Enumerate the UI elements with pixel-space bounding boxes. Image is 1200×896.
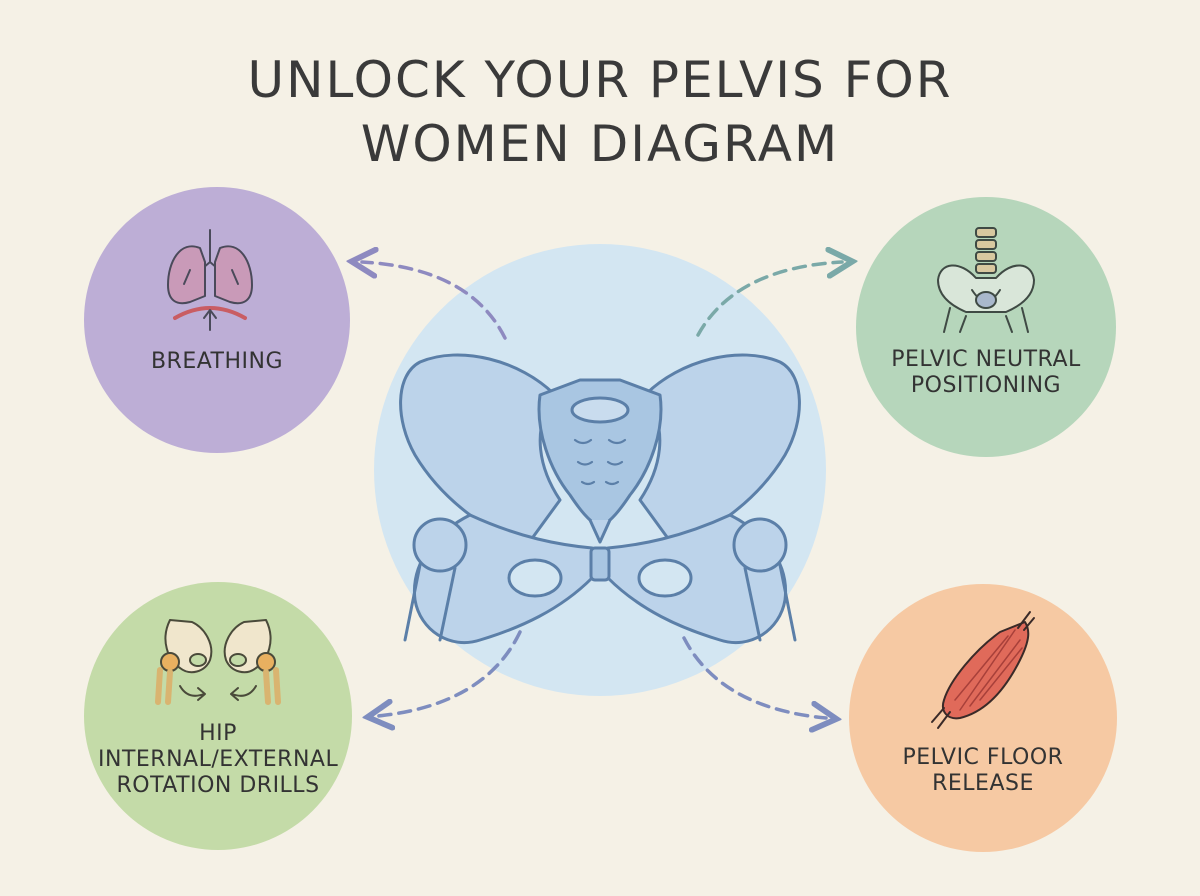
- pelvic-floor-line-1: PELVIC FLOOR: [902, 745, 1064, 770]
- pelvis-icon: [399, 353, 801, 645]
- pelvic-floor-line-2: RELEASE: [932, 771, 1034, 796]
- hip-rotation-label: HIP INTERNAL/EXTERNAL ROTATION DRILLS: [98, 721, 338, 799]
- pelvic-neutral-line-2: POSITIONING: [910, 373, 1062, 398]
- spine-pelvis-icon: [937, 227, 1035, 333]
- pelvic-floor-label: PELVIC FLOOR RELEASE: [873, 745, 1093, 797]
- pelvic-neutral-label: PELVIC NEUTRAL POSITIONING: [866, 347, 1106, 399]
- arrow-to-hip-rotation: [378, 630, 522, 716]
- title-line-1: UNLOCK YOUR PELVIS FOR: [247, 51, 953, 109]
- breathing-label: BREATHING: [117, 349, 317, 375]
- lungs-icon: [167, 229, 253, 331]
- breathing-circle: [84, 187, 350, 453]
- arrow-to-breathing: [362, 262, 507, 340]
- arrow-to-pelvic-neutral: [696, 262, 842, 337]
- pelvic-neutral-line-1: PELVIC NEUTRAL: [891, 347, 1081, 372]
- pelvic-floor-circle: [849, 584, 1117, 852]
- muscle-icon: [931, 611, 1035, 729]
- hip-rotation-line-3: ROTATION DRILLS: [116, 773, 320, 798]
- breathing-label-text: BREATHING: [150, 349, 284, 374]
- hip-rotation-line-2: INTERNAL/EXTERNAL: [98, 747, 339, 772]
- hip-rotation-circle: [84, 582, 352, 850]
- hip-rotation-line-1: HIP: [199, 721, 237, 746]
- page-title: UNLOCK YOUR PELVIS FOR WOMEN DIAGRAM: [0, 48, 1200, 176]
- arrow-to-pelvic-floor: [682, 636, 826, 718]
- hip-joints-icon: [155, 619, 281, 705]
- pelvic-neutral-circle: [856, 197, 1116, 457]
- title-line-2: WOMEN DIAGRAM: [360, 115, 840, 173]
